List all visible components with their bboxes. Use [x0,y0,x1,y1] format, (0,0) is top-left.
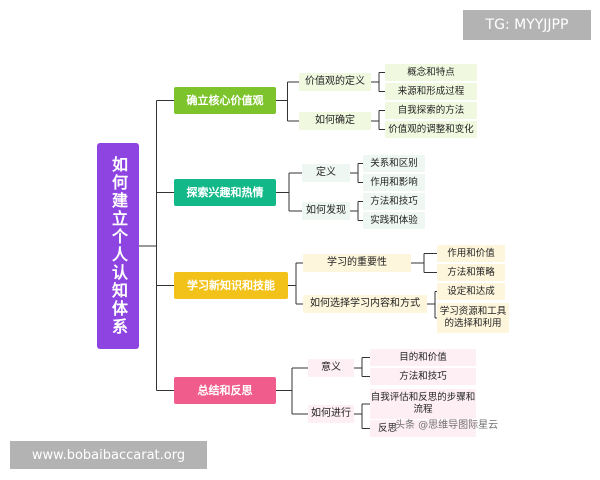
watermark-text: 头条 @思维导图际星云 [395,420,499,431]
leaf-node: 价值观的调整和变化 [385,121,477,138]
leaf-node: 自我探索的方法 [385,102,477,119]
sub-label: 学习的重要性 [327,256,387,268]
leaf-node: 方法和技巧 [370,368,476,385]
root-label: 如何建立个人认知体系 [109,156,128,336]
leaf-label: 方法和技巧 [370,195,418,207]
leaf-node: 来源和形成过程 [385,83,477,100]
leaf-label: 实践和体验 [370,214,418,226]
leaf-node: 目的和价值 [370,349,476,366]
leaf-label: 方法和策略 [447,266,495,278]
branch-interests: 探索兴趣和热情 [174,179,276,206]
sub-node: 学习的重要性 [303,254,411,272]
sub-node: 定义 [302,164,350,182]
branch-label: 探索兴趣和热情 [186,185,264,199]
leaf-node: 反思 [370,420,476,437]
sub-label: 如何进行 [311,407,351,419]
branch-core-values: 确立核心价值观 [174,87,276,114]
sub-label: 如何选择学习内容和方式 [310,297,420,309]
leaf-label: 目的和价值 [399,351,447,363]
sub-node: 如何进行 [308,405,354,423]
sub-node: 如何选择学习内容和方式 [303,295,427,313]
leaf-label: 方法和技巧 [399,370,447,382]
leaf-label: 关系和区别 [370,157,418,169]
sub-node: 如何确定 [299,112,371,130]
leaf-node: 自我评估和反思的步骤和流程 [370,389,476,419]
leaf-node: 实践和体验 [363,212,425,229]
branch-label: 学习新知识和技能 [187,278,275,292]
branch-learning: 学习新知识和技能 [174,272,288,299]
sub-label: 定义 [316,166,336,178]
website-banner[interactable]: www.bobaibaccarat.org [10,441,207,469]
sub-label: 意义 [321,361,341,373]
leaf-node: 概念和特点 [385,64,477,81]
leaf-label: 价值观的调整和变化 [388,123,474,135]
leaf-node: 作用和价值 [437,245,505,262]
branch-reflection: 总结和反思 [174,377,276,404]
leaf-label: 作用和价值 [447,247,495,259]
leaf-node: 学习资源和工具的选择和利用 [437,303,509,333]
sub-label: 如何确定 [315,114,355,126]
sub-node: 意义 [308,359,354,377]
sub-node: 如何发现 [302,202,350,220]
telegram-label: TG: MYYJJPP [485,17,569,33]
leaf-label: 来源和形成过程 [397,85,465,97]
leaf-node: 方法和策略 [437,264,505,281]
telegram-badge: TG: MYYJJPP [463,10,591,40]
leaf-label: 反思 [378,422,398,434]
sub-label: 价值观的定义 [305,75,365,87]
branch-label: 确立核心价值观 [186,93,264,107]
leaf-node: 设定和达成 [437,283,505,300]
leaf-label: 自我评估和反思的步骤和流程 [370,392,476,415]
website-label: www.bobaibaccarat.org [31,447,186,463]
leaf-label: 作用和影响 [370,176,418,188]
leaf-label: 自我探索的方法 [397,104,465,116]
leaf-node: 关系和区别 [363,155,425,172]
branch-label: 总结和反思 [197,383,253,397]
sub-node: 价值观的定义 [299,73,371,91]
leaf-label: 设定和达成 [447,285,495,297]
leaf-node: 作用和影响 [363,174,425,191]
leaf-label: 概念和特点 [407,66,455,78]
leaf-label: 学习资源和工具的选择和利用 [439,306,507,329]
root-node: 如何建立个人认知体系 [97,143,139,349]
leaf-node: 方法和技巧 [363,193,425,210]
sub-label: 如何发现 [306,204,346,216]
